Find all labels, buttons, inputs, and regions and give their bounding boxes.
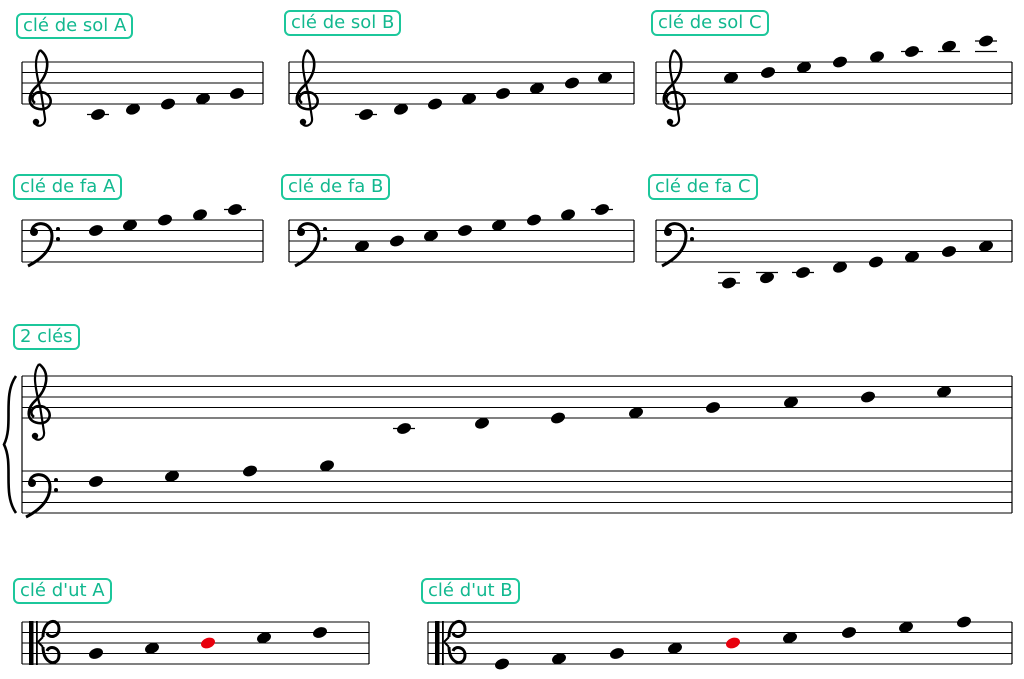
note — [797, 61, 811, 73]
note — [228, 204, 242, 215]
highlighted-note — [201, 637, 215, 649]
note — [355, 240, 369, 252]
note — [979, 240, 993, 252]
note — [123, 219, 137, 231]
note — [165, 470, 179, 482]
note — [91, 109, 105, 120]
alto-clef-icon — [435, 620, 467, 665]
note — [942, 246, 956, 257]
note — [462, 93, 476, 105]
label-2-cles: 2 clés — [13, 324, 80, 350]
treble-clef-icon — [662, 48, 686, 127]
note — [527, 214, 541, 226]
note — [89, 225, 103, 236]
note — [496, 88, 510, 99]
note — [905, 46, 919, 57]
note — [561, 209, 575, 221]
note — [861, 391, 875, 403]
label-cle-de-fa-a: clé de fa A — [13, 174, 123, 200]
label-cle-d-ut-b: clé d'ut B — [421, 578, 520, 604]
note — [394, 103, 408, 115]
note — [257, 632, 271, 644]
note — [905, 251, 919, 263]
note — [428, 98, 442, 110]
note — [784, 396, 798, 408]
note — [833, 261, 847, 273]
note — [842, 627, 856, 638]
bass-clef-icon — [661, 222, 694, 268]
note — [722, 277, 736, 289]
note — [193, 209, 207, 221]
note — [458, 225, 472, 236]
bass-clef-icon — [294, 222, 327, 268]
treble-clef-icon — [27, 362, 51, 441]
note — [870, 51, 884, 63]
note — [979, 35, 993, 47]
note — [783, 632, 797, 644]
label-cle-de-sol-b: clé de sol B — [284, 10, 402, 36]
note — [942, 40, 956, 52]
label-cle-de-fa-b: clé de fa B — [281, 174, 391, 200]
bass-clef-icon — [27, 222, 60, 268]
note — [530, 82, 544, 94]
label-cle-de-sol-a: clé de sol A — [16, 13, 134, 39]
note — [833, 56, 847, 68]
note — [89, 476, 103, 487]
note — [89, 648, 103, 659]
note — [668, 642, 682, 654]
note — [610, 648, 624, 659]
note — [492, 219, 506, 231]
note — [495, 658, 509, 670]
label-cle-de-sol-c: clé de sol C — [651, 10, 769, 36]
note — [397, 423, 411, 434]
note — [359, 109, 373, 120]
note — [796, 267, 810, 278]
note — [937, 386, 951, 398]
note — [475, 417, 489, 429]
note — [565, 77, 579, 89]
treble-clef-icon — [28, 48, 52, 127]
brace-icon — [2, 375, 18, 514]
note — [760, 272, 774, 284]
note — [761, 67, 775, 78]
alto-clef-icon — [29, 620, 61, 665]
note — [320, 460, 334, 472]
note — [126, 103, 140, 115]
note — [706, 402, 720, 413]
note — [551, 412, 565, 424]
note — [899, 621, 913, 633]
note — [629, 407, 643, 419]
highlighted-note — [726, 637, 740, 649]
note — [424, 230, 438, 242]
label-cle-d-ut-a: clé d'ut A — [13, 578, 112, 604]
note — [196, 93, 210, 105]
note — [957, 616, 971, 628]
note — [552, 653, 566, 665]
note — [158, 214, 172, 226]
bass-clef-icon — [25, 473, 58, 519]
note — [145, 642, 159, 654]
treble-clef-icon — [295, 48, 319, 127]
note — [161, 98, 175, 110]
note — [595, 204, 609, 215]
note — [230, 88, 244, 99]
note — [598, 72, 612, 84]
note — [390, 235, 404, 247]
note — [313, 627, 327, 638]
note — [724, 72, 738, 84]
note — [869, 256, 883, 268]
note — [243, 465, 257, 477]
label-cle-de-fa-c: clé de fa C — [648, 174, 758, 200]
